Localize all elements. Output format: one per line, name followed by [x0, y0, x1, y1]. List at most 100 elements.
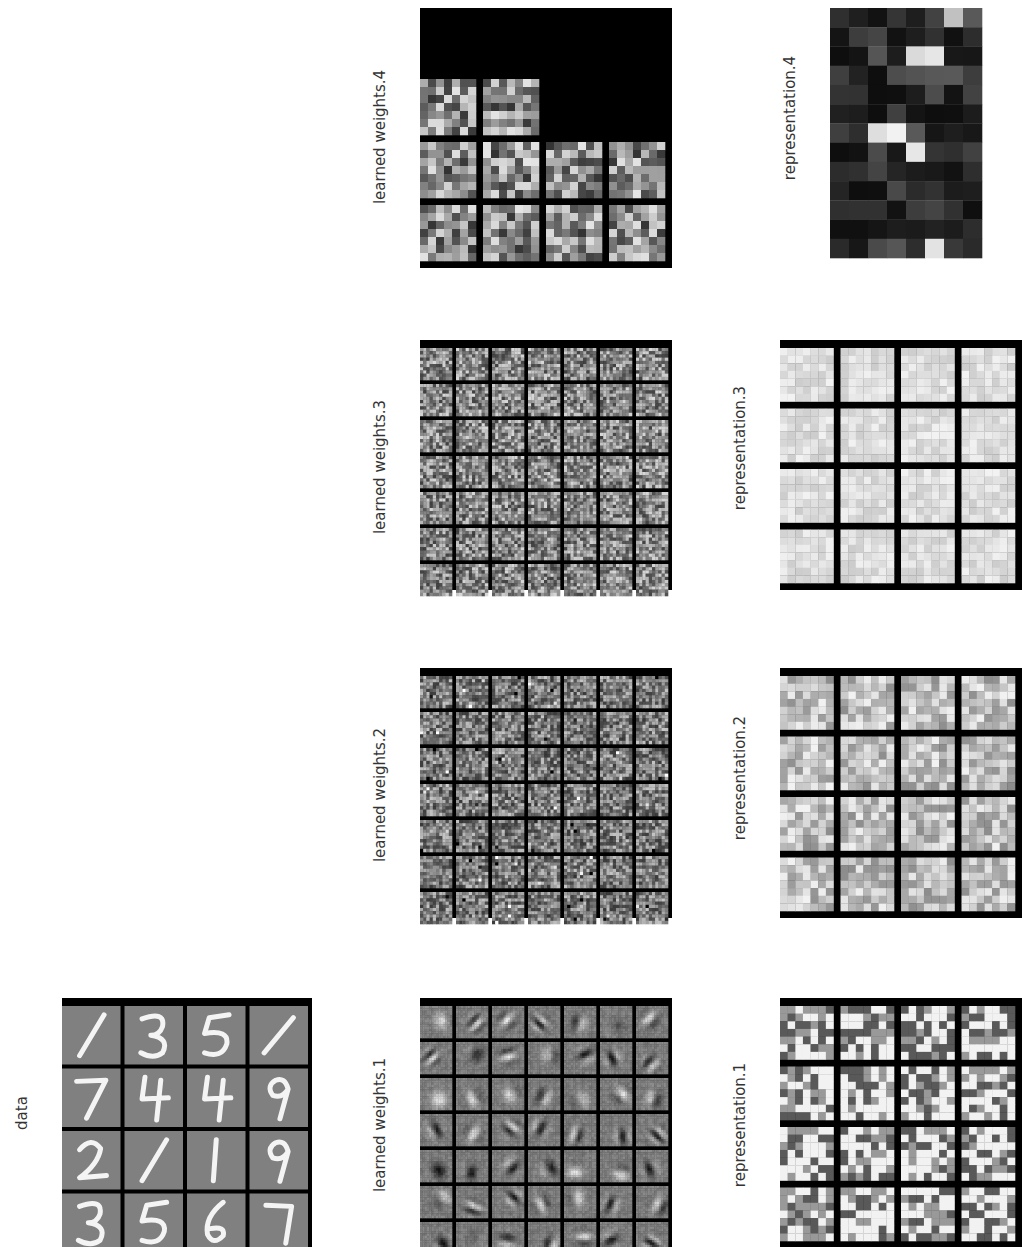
pixel	[618, 1015, 621, 1018]
pixel	[425, 1042, 428, 1045]
pixel	[618, 1011, 621, 1014]
pixel	[575, 1024, 578, 1027]
pixel	[533, 1011, 536, 1014]
pixel	[659, 1006, 662, 1009]
pixel	[555, 1033, 558, 1036]
pixel	[666, 1036, 669, 1039]
pixel	[575, 1020, 578, 1023]
pixel	[465, 1033, 468, 1036]
pixel	[443, 1022, 446, 1025]
pixel	[618, 1017, 621, 1020]
pixel	[447, 1063, 450, 1066]
pixel	[467, 1051, 470, 1054]
pixel	[508, 1011, 511, 1014]
pixel	[503, 1065, 506, 1068]
pixel	[582, 1013, 585, 1016]
pixel	[434, 1067, 437, 1070]
pixel	[591, 1024, 594, 1027]
pixel	[661, 1011, 664, 1014]
pixel	[427, 1013, 430, 1016]
pixel	[506, 1020, 509, 1023]
pixel	[420, 1051, 423, 1054]
pixel	[447, 1044, 450, 1047]
pixel	[533, 1015, 536, 1018]
pixel	[517, 1029, 520, 1032]
pixel	[564, 1011, 567, 1014]
pixel	[623, 1020, 626, 1023]
pixel	[501, 1063, 504, 1066]
pixel	[602, 1006, 605, 1009]
pixel	[467, 1060, 470, 1063]
pixel	[652, 1024, 655, 1027]
pixel	[594, 1020, 597, 1023]
pixel	[609, 1027, 612, 1030]
pixel	[510, 1011, 513, 1014]
pixel	[472, 1044, 475, 1047]
pixel	[481, 1006, 484, 1009]
pixel	[436, 1022, 439, 1025]
pixel	[578, 1008, 581, 1011]
pixel	[555, 1036, 558, 1039]
pixel	[497, 1029, 500, 1032]
pixel	[467, 1022, 470, 1025]
pixel	[477, 1031, 480, 1034]
pixel	[425, 1060, 428, 1063]
pixel	[627, 1006, 630, 1009]
pixel	[513, 1044, 516, 1047]
pixel	[591, 1029, 594, 1032]
pixel	[450, 1027, 453, 1030]
pixel	[458, 1056, 461, 1059]
pixel	[474, 1011, 477, 1014]
pixel	[575, 1029, 578, 1032]
pixel	[510, 1020, 513, 1023]
pixel	[427, 1056, 430, 1059]
pixel	[594, 1033, 597, 1036]
pixel	[528, 1006, 531, 1009]
pixel	[611, 1006, 614, 1009]
pixel	[549, 1022, 552, 1025]
pixel	[443, 1020, 446, 1023]
pixel	[558, 1033, 561, 1036]
pixel	[472, 1008, 475, 1011]
pixel	[522, 1067, 525, 1070]
pixel	[611, 1029, 614, 1032]
pixel	[497, 1020, 500, 1023]
pixel	[483, 1008, 486, 1011]
pixel	[535, 1024, 538, 1027]
pixel	[420, 1024, 423, 1027]
pixel	[427, 1069, 430, 1072]
pixel	[422, 1022, 425, 1025]
pixel	[650, 1022, 653, 1025]
pixel	[422, 1049, 425, 1052]
pixel	[510, 1053, 513, 1056]
pixel	[519, 1049, 522, 1052]
pixel	[515, 1011, 518, 1014]
pixel	[443, 1067, 446, 1070]
pixel	[443, 1036, 446, 1039]
pixel	[486, 1006, 489, 1009]
pixel	[602, 1022, 605, 1025]
pixel	[479, 1060, 482, 1063]
pixel	[614, 1033, 617, 1036]
pixel	[486, 1056, 489, 1059]
pixel	[474, 1053, 477, 1056]
pixel	[425, 1067, 428, 1070]
pixel	[472, 1022, 475, 1025]
pixel	[564, 1022, 567, 1025]
pixel	[441, 1049, 444, 1052]
pixel	[479, 1058, 482, 1061]
pixel	[539, 1008, 542, 1011]
pixel	[477, 1027, 480, 1030]
pixel	[429, 1017, 432, 1020]
pixel	[456, 1036, 459, 1039]
pixel	[659, 1015, 662, 1018]
pixel	[659, 1011, 662, 1014]
pixel	[501, 1027, 504, 1030]
pixel	[618, 1031, 621, 1034]
pixel	[625, 1020, 628, 1023]
pixel	[486, 1072, 489, 1075]
pixel	[522, 1072, 525, 1075]
pixel	[431, 1017, 434, 1020]
pixel	[420, 1047, 423, 1050]
pixel	[463, 1058, 466, 1061]
